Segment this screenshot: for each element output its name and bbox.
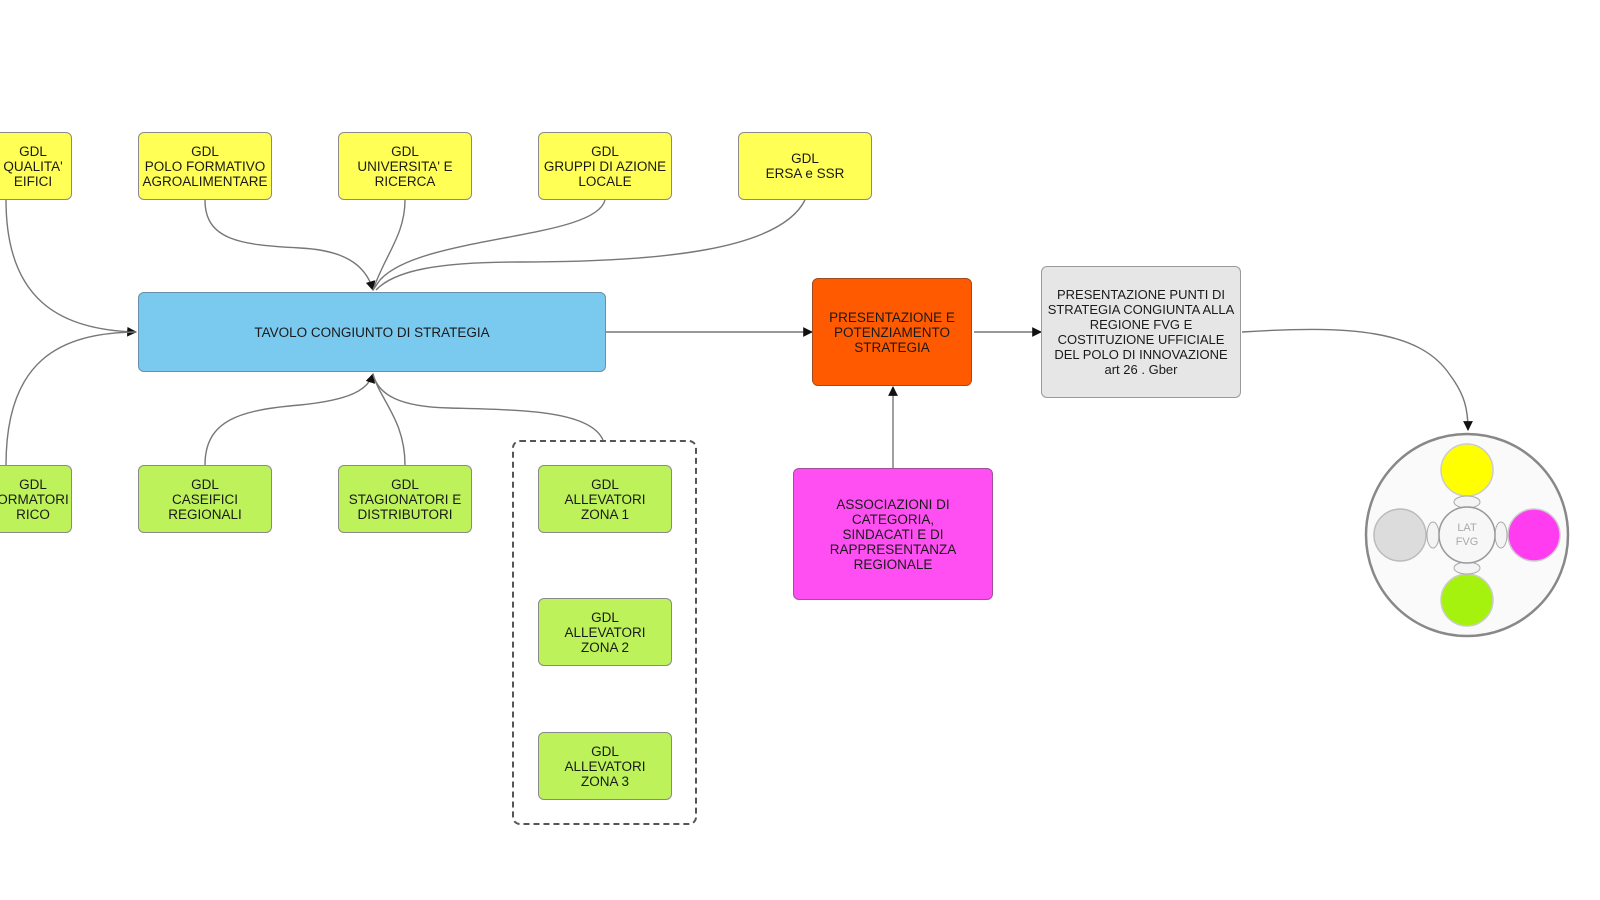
node-gdl-allevatori-zona-2: GDL ALLEVATORI ZONA 2: [538, 598, 672, 666]
node-gdl-allevatori-zona-3: GDL ALLEVATORI ZONA 3: [538, 732, 672, 800]
node-label: PRESENTAZIONE E POTENZIAMENTO STRATEGIA: [829, 309, 955, 355]
node-gdl-gruppi-azione: GDL GRUPPI DI AZIONE LOCALE: [538, 132, 672, 200]
logo-magenta-dot: [1507, 508, 1561, 562]
node-label: GDL ALLEVATORI ZONA 3: [564, 743, 646, 789]
node-gdl-formatori: GDL ORMATORI RICO: [0, 465, 72, 533]
edge-allevatori-to-tavolo: [372, 373, 604, 441]
node-label: TAVOLO CONGIUNTO DI STRATEGIA: [254, 324, 490, 340]
node-presentazione-strategia: PRESENTAZIONE E POTENZIAMENTO STRATEGIA: [812, 278, 972, 386]
node-label: GDL ALLEVATORI ZONA 1: [564, 476, 646, 522]
node-gdl-allevatori-zona-1: GDL ALLEVATORI ZONA 1: [538, 465, 672, 533]
edge-stagionatori-to-tavolo: [372, 373, 406, 466]
node-tavolo-congiunto: TAVOLO CONGIUNTO DI STRATEGIA: [138, 292, 606, 372]
edge-ersa-to-tavolo: [375, 199, 806, 291]
node-gdl-polo-formativo: GDL POLO FORMATIVO AGROALIMENTARE: [138, 132, 272, 200]
edge-gruppi-azione-to-tavolo: [372, 199, 606, 291]
node-gdl-qualita: GDL QUALITA' EIFICI: [0, 132, 72, 200]
edge-punti-to-logo: [1241, 328, 1473, 431]
node-gdl-caseifici: GDL CASEIFICI REGIONALI: [138, 465, 272, 533]
allevatori-group: [512, 440, 697, 825]
node-associazioni: ASSOCIAZIONI DI CATEGORIA, SINDACATI E D…: [793, 468, 993, 600]
logo-center: [1438, 506, 1496, 564]
node-gdl-ersa: GDL ERSA e SSR: [738, 132, 872, 200]
edge-universita-to-tavolo: [372, 199, 406, 291]
node-label: PRESENTAZIONE PUNTI DI STRATEGIA CONGIUN…: [1047, 287, 1235, 377]
edge-caseifici-to-tavolo: [204, 373, 376, 466]
node-label: GDL ORMATORI RICO: [0, 476, 69, 522]
node-presentazione-punti: PRESENTAZIONE PUNTI DI STRATEGIA CONGIUN…: [1041, 266, 1241, 398]
lat-fvg-logo: LAT FVG: [1364, 432, 1570, 638]
logo-yellow-dot: [1440, 443, 1494, 497]
edge-polo-formativo-to-tavolo: [204, 199, 376, 291]
node-label: GDL GRUPPI DI AZIONE LOCALE: [543, 143, 667, 189]
node-label: GDL CASEIFICI REGIONALI: [168, 476, 242, 522]
node-label: GDL ERSA e SSR: [765, 151, 845, 181]
logo-gray-dot: [1373, 508, 1427, 562]
logo-text-line1: LAT: [1457, 522, 1477, 534]
logo-text-line2: FVG: [1456, 536, 1479, 548]
node-label: GDL POLO FORMATIVO AGROALIMENTARE: [142, 143, 268, 189]
node-label: GDL STAGIONATORI E DISTRIBUTORI: [348, 476, 462, 522]
node-label: ASSOCIAZIONI DI CATEGORIA, SINDACATI E D…: [829, 496, 957, 572]
node-gdl-stagionatori: GDL STAGIONATORI E DISTRIBUTORI: [338, 465, 472, 533]
node-gdl-universita: GDL UNIVERSITA' E RICERCA: [338, 132, 472, 200]
node-label: GDL ALLEVATORI ZONA 2: [564, 609, 646, 655]
edge-qualita-to-tavolo: [5, 199, 137, 337]
node-label: GDL QUALITA' EIFICI: [3, 143, 63, 189]
edge-formatori-to-tavolo: [5, 331, 137, 466]
node-label: GDL UNIVERSITA' E RICERCA: [357, 143, 453, 189]
logo-green-dot: [1440, 573, 1494, 627]
